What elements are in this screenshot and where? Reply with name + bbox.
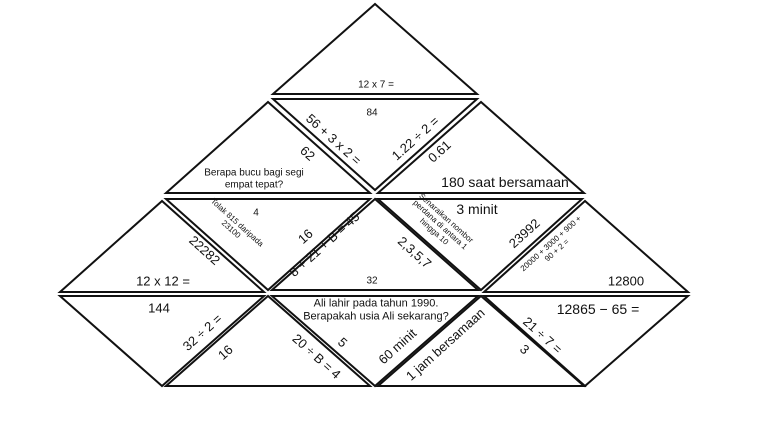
tile-1-question: 12 x 7 = (358, 79, 394, 91)
tile-6-top-edge: 4 (253, 207, 259, 219)
tile-5-bottom-edge: 12 x 12 = (136, 273, 190, 289)
tile-3-bottom-edge: Berapa bucu bagi segi empat tepat? (204, 167, 304, 191)
tile-7-bottom-edge: 32 (366, 275, 378, 287)
triangle-tile-7 (269, 197, 481, 291)
triangle-tile-8 (375, 198, 585, 292)
triangle-tile-5 (57, 199, 267, 293)
tile-9-bottom-edge: 12800 (607, 273, 645, 289)
triangle-tile-3 (163, 100, 373, 194)
tile-2-answer: 84 (366, 107, 378, 119)
tile-12-top-edge: Ali lahir pada tahun 1990. Berapakah usi… (303, 297, 449, 322)
triangle-tile-10 (57, 295, 267, 388)
tile-4-bottom-edge: 180 saat bersamaan (441, 173, 569, 190)
triangle-tile-2 (270, 98, 480, 192)
triangle-tile-1 (270, 2, 480, 95)
triangle-tile-12 (269, 295, 481, 388)
triangle-tile-6 (163, 198, 373, 292)
triangle-tile-9 (481, 199, 691, 293)
triangle-tile-13 (375, 294, 587, 387)
triangle-tile-14 (481, 295, 691, 388)
tile-10-top-edge: 144 (148, 300, 170, 316)
tile-8-top-edge: 3 minit (456, 200, 498, 217)
triangle-tile-11 (163, 294, 373, 387)
tile-14-top-edge: 12865 − 65 = (556, 300, 640, 317)
triangle-tile-4 (375, 100, 587, 194)
